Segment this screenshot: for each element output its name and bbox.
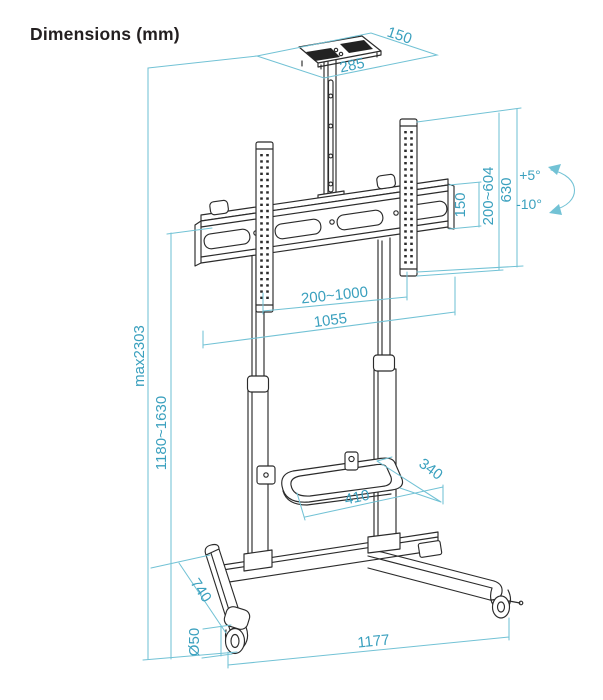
column-right-lower — [367, 354, 401, 554]
base-channel — [215, 531, 439, 585]
dim-ext-rail-top — [416, 107, 522, 123]
tilt-arrow-down-icon — [549, 204, 562, 215]
tray-width-label: 285 — [338, 55, 366, 77]
tilt-arc — [550, 169, 576, 211]
tray-depth-label: 150 — [385, 24, 414, 48]
leg-mount-plate — [417, 540, 443, 558]
vesa-rail-left — [255, 141, 274, 313]
crossbar-width-label: 1055 — [313, 310, 348, 331]
dim-line-shelf-depth — [376, 456, 442, 503]
dimension-lines — [142, 32, 576, 669]
shelf-depth-label: 340 — [416, 455, 446, 483]
caster-diameter-label: Ø50 — [186, 628, 203, 656]
max-height-label: max2303 — [131, 325, 148, 387]
dim-line-base-width — [227, 617, 510, 669]
dim-line-bracket-height — [448, 181, 482, 230]
tilt-up-label: +5° — [519, 167, 541, 183]
dim-ext-tray — [147, 55, 258, 69]
tilt-arrow-up-icon — [548, 164, 561, 175]
shelf-width-label: 410 — [343, 487, 371, 509]
dim-line-shelf-width — [296, 484, 444, 521]
bracket-height-label: 150 — [452, 192, 469, 217]
dim-line-crossbar-width — [202, 276, 456, 349]
base-leg-right — [367, 548, 503, 601]
height-range-label: 1180~1630 — [153, 396, 170, 470]
dim-tray-outline — [254, 32, 440, 79]
dim-line-base-depth — [150, 554, 227, 634]
base-width-label: 1177 — [357, 631, 391, 651]
column-right-upper — [377, 237, 391, 357]
dim-line-vesa-horizontal — [262, 271, 408, 315]
top-tray — [298, 35, 382, 70]
dim-ext-rail-bottom — [416, 265, 524, 277]
rail-height-label: 630 — [498, 177, 515, 202]
dim-line-height-range — [166, 227, 213, 660]
vesa-rail-right — [399, 118, 418, 277]
vesa-vertical-label: 200~604 — [480, 167, 497, 226]
caster-left — [223, 606, 251, 655]
tilt-down-label: -10° — [516, 196, 542, 212]
vesa-horizontal-label: 200~1000 — [300, 284, 369, 308]
dim-line-caster — [201, 624, 233, 659]
caster-right — [489, 587, 524, 619]
page-title: Dimensions (mm) — [30, 24, 180, 44]
support-pole — [317, 59, 345, 210]
